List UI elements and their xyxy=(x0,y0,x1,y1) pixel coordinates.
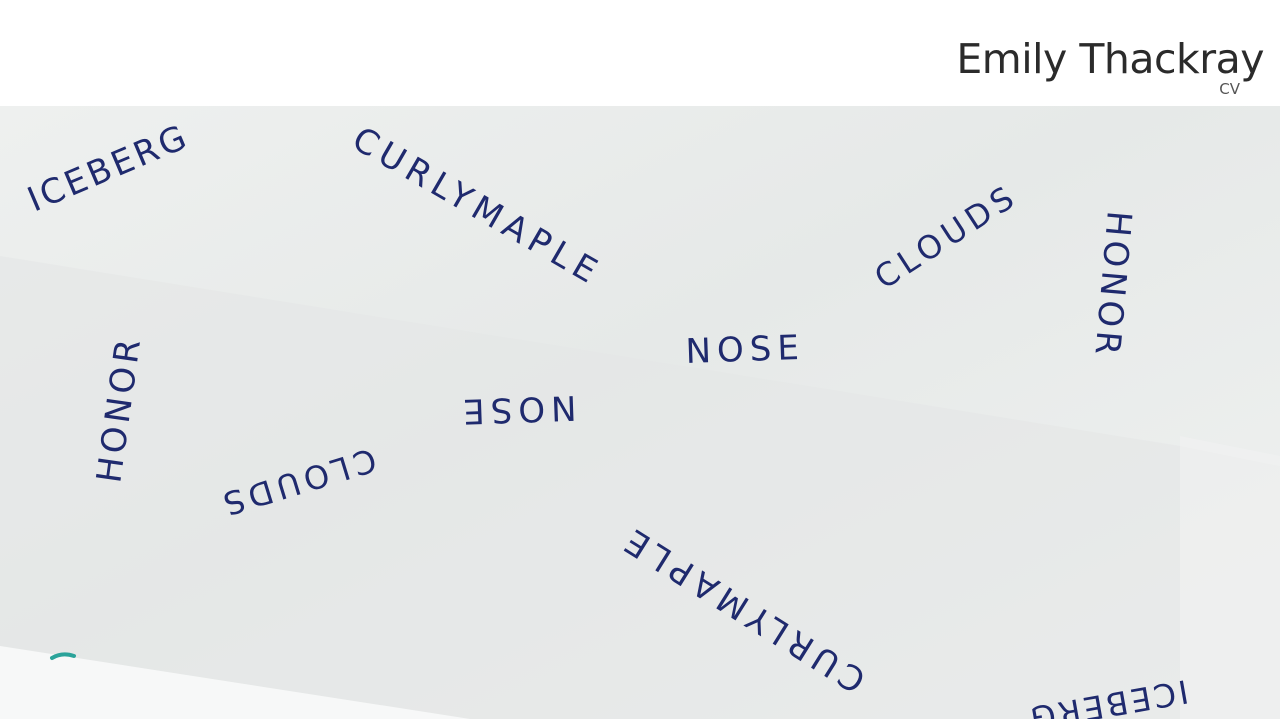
author-name: Emily Thackray xyxy=(956,35,1264,83)
paper-edge xyxy=(0,646,470,719)
handwritten-word-nose-bottom: NOSE xyxy=(456,387,577,431)
document-type-label: CV xyxy=(1219,80,1240,98)
paper-right-glare xyxy=(1180,436,1280,719)
handwriting-photo: ICEBERG CURLYMAPLE CLOUDS HONOR NOSE HON… xyxy=(0,106,1280,719)
page-header: Emily Thackray CV xyxy=(0,0,1280,106)
handwritten-word-nose-top: NOSE xyxy=(685,328,806,372)
photo-canvas: ICEBERG CURLYMAPLE CLOUDS HONOR NOSE HON… xyxy=(0,106,1280,719)
teal-mark xyxy=(50,652,76,660)
paper-shadow-band xyxy=(0,256,1280,719)
